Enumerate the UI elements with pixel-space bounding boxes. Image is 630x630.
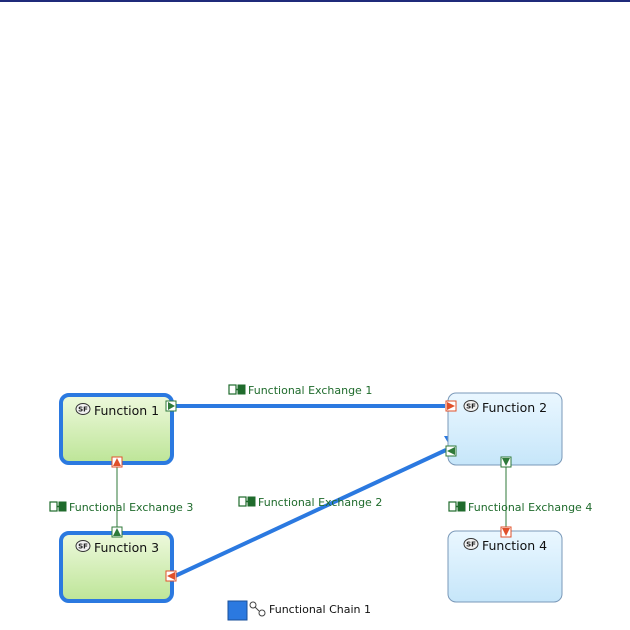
- exchange-label-fe2[interactable]: Functional Exchange 2: [238, 496, 382, 509]
- sf-badge-text: SF: [466, 541, 476, 549]
- functional-chain-icon: [249, 601, 266, 617]
- port-f3-out-fe2[interactable]: [165, 570, 177, 582]
- function-node-f2[interactable]: SF Function 2: [447, 392, 563, 466]
- function-node-f1[interactable]: SF Function 1: [59, 393, 174, 465]
- function-node-f3[interactable]: SF Function 3: [59, 531, 174, 603]
- port-f4-in-fe4[interactable]: [500, 526, 512, 538]
- sf-badge-text: SF: [78, 406, 88, 414]
- chain-color-swatch: [227, 600, 248, 621]
- port-f1-out-fe3[interactable]: [111, 456, 123, 468]
- functional-exchange-icon: [49, 501, 67, 512]
- functional-chain-label: Functional Chain 1: [269, 603, 371, 616]
- function-label: Function 2: [482, 400, 547, 415]
- exchange-label-fe1[interactable]: Functional Exchange 1: [228, 384, 372, 397]
- functional-exchange-icon: [448, 501, 466, 512]
- exchange-label-text: Functional Exchange 4: [468, 501, 592, 514]
- function-node-f4[interactable]: SF Function 4: [447, 530, 563, 603]
- window-top-border: [0, 0, 630, 2]
- port-f3-in-fe3[interactable]: [111, 526, 123, 538]
- port-f2-in-fe1[interactable]: [445, 400, 457, 412]
- function-label: Function 1: [94, 403, 159, 418]
- function-label: Function 4: [482, 538, 547, 553]
- port-f2-in-fe2[interactable]: [445, 445, 457, 457]
- functional-exchange-icon: [228, 384, 246, 395]
- sf-badge-text: SF: [78, 543, 88, 551]
- exchange-label-fe3[interactable]: Functional Exchange 3: [49, 501, 193, 514]
- sf-badge-text: SF: [466, 403, 476, 411]
- sf-badge-icon: SF: [463, 538, 479, 550]
- port-f2-out-fe4[interactable]: [500, 456, 512, 468]
- exchange-label-text: Functional Exchange 2: [258, 496, 382, 509]
- exchange-label-text: Functional Exchange 1: [248, 384, 372, 397]
- exchange-label-text: Functional Exchange 3: [69, 501, 193, 514]
- port-f1-out-fe1[interactable]: [165, 400, 177, 412]
- exchange-fe2[interactable]: [174, 448, 447, 578]
- function-label: Function 3: [94, 540, 159, 555]
- functional-exchange-icon: [238, 496, 256, 507]
- sf-badge-icon: SF: [463, 400, 479, 412]
- sf-badge-icon: SF: [75, 540, 91, 552]
- exchange-label-fe4[interactable]: Functional Exchange 4: [448, 501, 592, 514]
- sf-badge-icon: SF: [75, 403, 91, 415]
- functional-chain-legend[interactable]: Functional Chain 1: [227, 600, 371, 621]
